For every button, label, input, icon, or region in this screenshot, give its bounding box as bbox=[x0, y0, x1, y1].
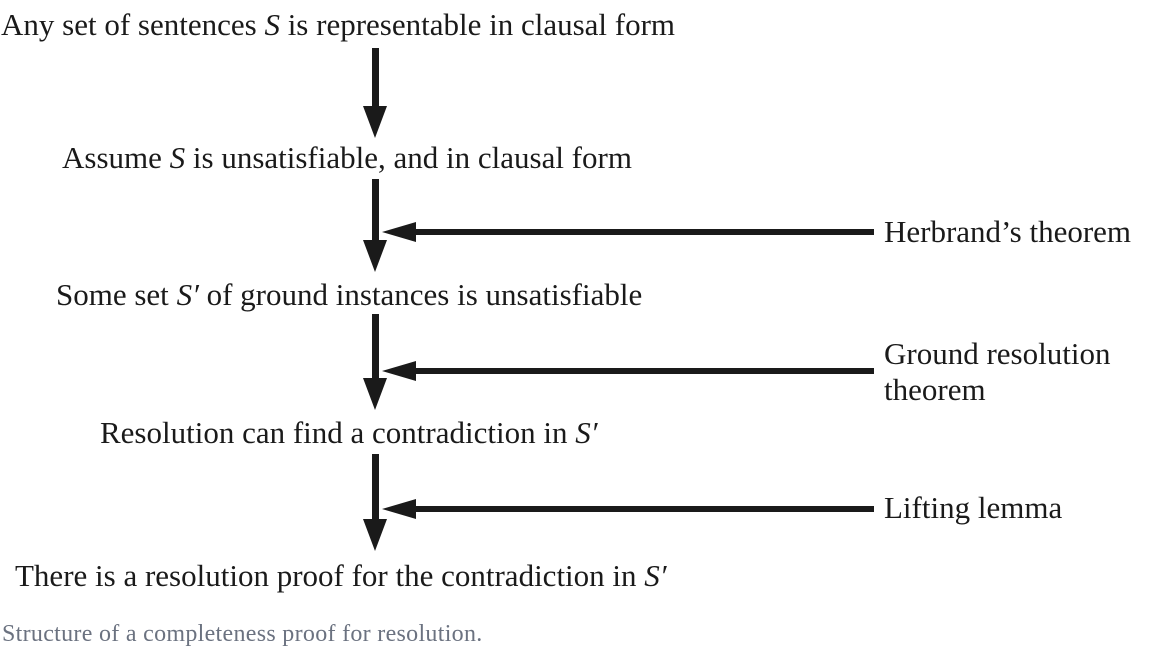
figure-caption: Structure of a completeness proof for re… bbox=[2, 621, 483, 647]
down-arrow-1 bbox=[362, 48, 388, 138]
math-var-s: S bbox=[169, 140, 186, 175]
arrow-head-left-icon bbox=[382, 499, 416, 519]
annotation-ground-resolution-theorem: Ground resolution theorem bbox=[884, 336, 1111, 407]
arrow-shaft bbox=[371, 179, 379, 240]
arrow-head-down-icon bbox=[363, 106, 387, 138]
math-var-s-prime: S′ bbox=[644, 558, 667, 593]
math-var-s-prime: S′ bbox=[575, 415, 598, 450]
arrow-head-left-icon bbox=[382, 361, 416, 381]
down-arrow-4 bbox=[362, 454, 388, 551]
step-text: of ground instances is unsatisfiable bbox=[198, 277, 643, 312]
step-text: is unsatisfiable, and in clausal form bbox=[185, 140, 632, 175]
step-text: There is a resolution proof for the cont… bbox=[15, 558, 645, 593]
math-var-s: S bbox=[264, 7, 280, 42]
arrow-head-down-icon bbox=[363, 378, 387, 410]
arrow-shaft bbox=[416, 229, 874, 235]
arrow-shaft bbox=[371, 314, 379, 378]
arrow-shaft bbox=[371, 454, 379, 519]
down-arrow-3 bbox=[362, 314, 388, 410]
annotation-herbrand-theorem: Herbrand’s theorem bbox=[884, 214, 1132, 249]
left-arrow-herbrand bbox=[382, 222, 874, 242]
arrow-head-down-icon bbox=[363, 519, 387, 551]
step-text: Any set of sentences bbox=[1, 7, 265, 42]
arrow-head-left-icon bbox=[382, 222, 416, 242]
down-arrow-2 bbox=[362, 179, 388, 272]
arrow-shaft bbox=[416, 506, 874, 512]
step-text: Some set bbox=[56, 277, 177, 312]
step-resolution-proof-exists: There is a resolution proof for the cont… bbox=[15, 558, 667, 594]
step-text: Assume bbox=[62, 140, 170, 175]
step-ground-instances-unsatisfiable: Some set S′ of ground instances is unsat… bbox=[56, 277, 642, 313]
step-text: Resolution can find a contradiction in bbox=[100, 415, 576, 450]
step-representable-clausal-form: Any set of sentences S is representable … bbox=[1, 7, 675, 43]
arrow-shaft bbox=[416, 368, 874, 374]
annotation-lifting-lemma: Lifting lemma bbox=[884, 490, 1063, 525]
arrow-head-down-icon bbox=[363, 240, 387, 272]
left-arrow-ground-resolution bbox=[382, 361, 874, 381]
step-text: is representable in clausal form bbox=[279, 7, 676, 42]
left-arrow-lifting-lemma bbox=[382, 499, 874, 519]
step-resolution-finds-contradiction: Resolution can find a contradiction in S… bbox=[100, 415, 598, 451]
step-assume-unsatisfiable: Assume S is unsatisfiable, and in clausa… bbox=[62, 140, 632, 176]
arrow-shaft bbox=[371, 48, 379, 106]
math-var-s-prime: S′ bbox=[176, 277, 199, 312]
